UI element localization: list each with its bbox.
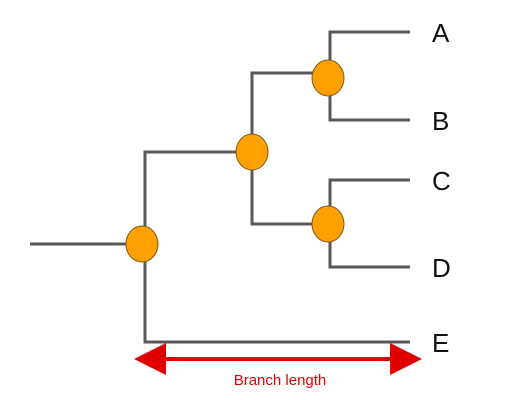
internal-node-AB [311, 59, 345, 97]
tip-label-D: D [432, 253, 451, 283]
tip-label-E: E [432, 328, 449, 358]
root-to-E-branch [143, 244, 410, 344]
root-to-upper-clade-branch [143, 150, 252, 244]
clade-to-AB-branch [250, 71, 330, 152]
clade-to-CD-branch [250, 152, 330, 226]
root-node [125, 225, 159, 263]
branch-length-label: Branch length [234, 372, 327, 389]
tip-label-A: A [432, 18, 450, 48]
internal-node-CD [311, 205, 345, 243]
internal-node-ABCD [235, 133, 269, 171]
tip-label-B: B [432, 106, 449, 136]
tip-label-C: C [432, 166, 451, 196]
